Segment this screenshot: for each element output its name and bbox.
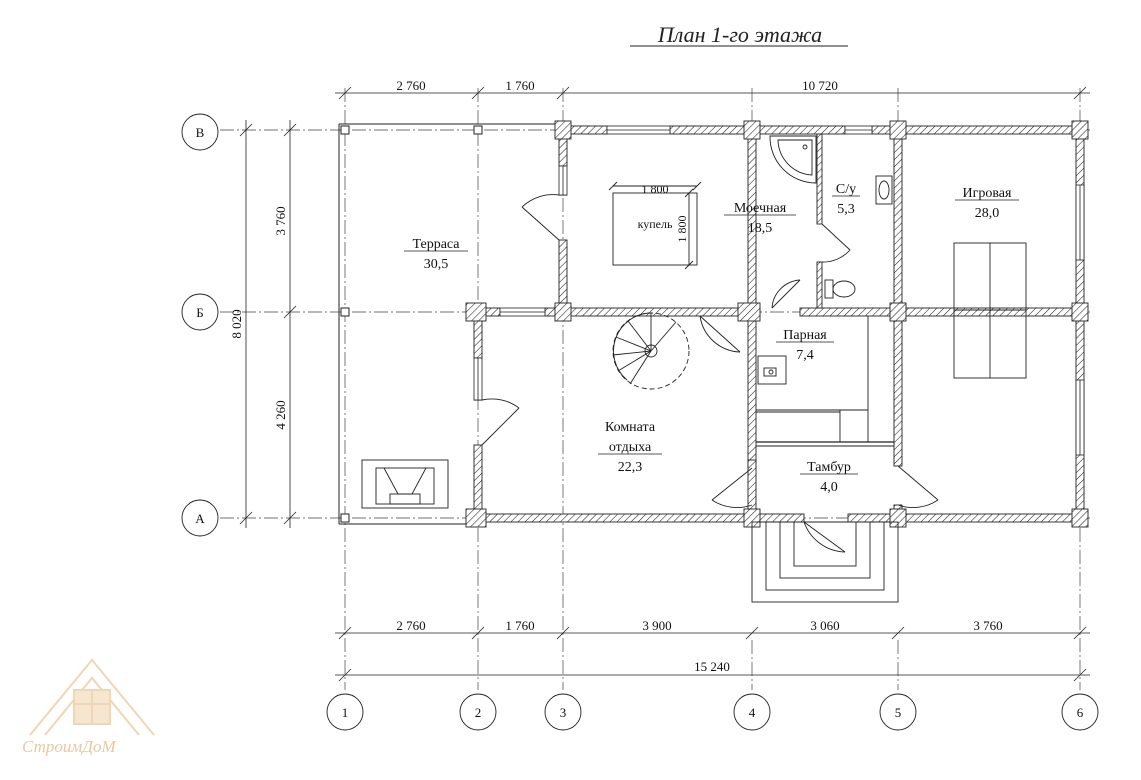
room-wc-name: С/у (836, 182, 856, 197)
room-vestibule-name: Тамбур (807, 460, 851, 475)
room-rest-name-1: Комната (605, 420, 656, 435)
barbecue-icon (361, 459, 449, 509)
windows (473, 125, 1085, 456)
dim-left-1: 3 760 (273, 206, 288, 235)
dimension-lines (239, 86, 1090, 682)
dim-bottom-4: 3 060 (810, 618, 839, 633)
steam-benches (756, 316, 869, 442)
axis-grid (220, 88, 1090, 690)
terrace-outline (338, 123, 557, 525)
axis-label-v: В (196, 125, 205, 140)
room-washroom-area: 18,5 (748, 221, 773, 236)
game-table-icon (953, 242, 1027, 379)
spiral-stairs-icon (612, 312, 690, 390)
room-labels: Терраса 30,5 Моечная 18,5 С/у 5,3 Игрова… (404, 182, 1019, 495)
wall-joints (465, 120, 1089, 528)
axis-label-4: 4 (749, 705, 756, 720)
room-wc-area: 5,3 (837, 202, 855, 217)
room-washroom-name: Моечная (734, 201, 787, 216)
room-rest-area: 22,3 (618, 460, 643, 475)
room-terrace-area: 30,5 (424, 257, 449, 272)
toilet-icon (824, 279, 856, 299)
room-terrace-name: Терраса (412, 237, 460, 252)
porch-steps (751, 521, 899, 603)
terrace-posts (340, 125, 483, 523)
dim-bottom-5: 3 760 (973, 618, 1002, 633)
dim-top-2: 1 760 (505, 78, 534, 93)
sauna-stove-icon (757, 355, 787, 385)
pool-width: 1 800 (642, 182, 669, 196)
room-playroom-area: 28,0 (975, 206, 1000, 221)
pool-label: купель (638, 217, 673, 231)
logo-text: СтроимДоМ (22, 737, 117, 756)
axis-bubbles (181, 113, 1099, 731)
dim-bottom-2: 1 760 (505, 618, 534, 633)
axis-label-1: 1 (342, 705, 349, 720)
room-playroom-name: Игровая (963, 186, 1012, 201)
room-rest-name-2: отдыха (609, 440, 652, 455)
axis-label-5: 5 (895, 705, 902, 720)
shower-icon (769, 135, 817, 184)
axis-label-2: 2 (475, 705, 482, 720)
room-steam-name: Парная (783, 328, 827, 343)
dim-bottom-total: 15 240 (694, 659, 730, 674)
dim-top-1: 2 760 (396, 78, 425, 93)
room-steam-area: 7,4 (796, 348, 814, 363)
axis-label-6: 6 (1077, 705, 1084, 720)
axis-label-b: Б (196, 305, 203, 320)
plan-title: План 1-го этажа (657, 22, 822, 47)
pool-depth: 1 800 (675, 216, 689, 243)
dim-bottom-1: 2 760 (396, 618, 425, 633)
washbasin-icon (875, 175, 893, 205)
room-vestibule-area: 4,0 (820, 480, 838, 495)
axis-label-3: 3 (560, 705, 567, 720)
company-logo (29, 658, 155, 736)
dim-bottom-3: 3 900 (642, 618, 671, 633)
dim-left-2: 4 260 (273, 400, 288, 429)
doors (481, 194, 939, 553)
dim-left-total: 8 020 (229, 309, 244, 338)
plunge-pool-icon (608, 181, 702, 270)
axis-label-a: А (195, 511, 205, 526)
dim-top-3: 10 720 (802, 78, 838, 93)
